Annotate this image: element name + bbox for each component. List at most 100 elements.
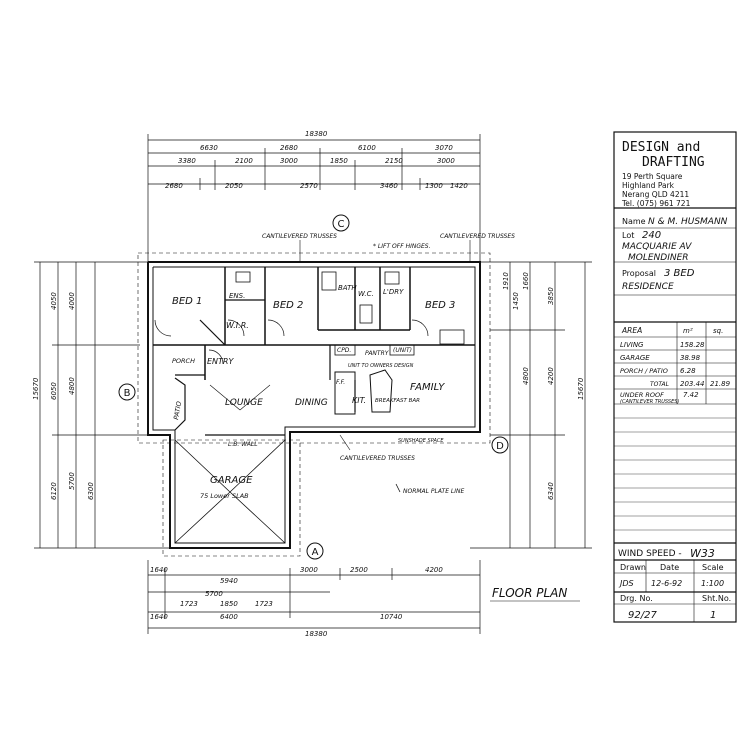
plate-line-leader (395, 483, 401, 493)
room-kitchen: KIT. (352, 396, 366, 405)
cpd-cupboard (334, 344, 356, 356)
marker-c-label: C (338, 219, 345, 230)
section-marker-labels: C B D A (124, 219, 505, 558)
patio-bay (174, 377, 186, 431)
room-lounge: LOUNGE (225, 398, 263, 408)
note-cantilever-trusses: CANTILEVERED TRUSSES (440, 233, 515, 240)
area-row-label: (CANTILEVER TRUSSES) (620, 399, 679, 405)
outer-wall (147, 261, 481, 549)
room-labels: BED 1 BED 2 BED 3 ENS. W.I.R. BATH W.C. … (172, 284, 455, 500)
company-address-line: Highland Park (622, 181, 675, 190)
dimension-lines (34, 134, 592, 634)
dim-right-1: 3850 (547, 287, 555, 305)
dim-top-3: 2570 (300, 182, 318, 190)
garage-eaves-line (162, 439, 301, 557)
note-lift-off-hinges: * LIFT OFF HINGES. (373, 243, 431, 250)
dim-bottom-1: 4200 (425, 566, 443, 574)
plan-notes: CANTILEVERED TRUSSES CANTILEVERED TRUSSE… (262, 233, 515, 495)
pantry-label: PANTRY (365, 350, 390, 357)
marker-b-label: B (124, 388, 131, 399)
lot-label: Lot (622, 231, 634, 240)
door-swing (267, 319, 285, 337)
dim-top-3: 3460 (380, 182, 398, 190)
dim-bottom-3: 1640 (150, 613, 168, 621)
room-laundry: L'DRY (383, 288, 404, 296)
proposal-value-line2: RESIDENCE (622, 282, 674, 292)
area-row-label: GARAGE (620, 354, 650, 362)
room-bath: BATH (338, 284, 357, 292)
drg-label: Drg. No. (620, 594, 653, 603)
company-address-line: Tel. (075) 961 721 (621, 199, 691, 208)
dim-bottom-3: 10740 (380, 613, 403, 621)
area-header-sq: sq. (713, 327, 723, 335)
dim-left-2: 4000 (68, 292, 76, 310)
dim-top-3: 1420 (450, 182, 468, 190)
suburb-name: MOLENDINER (628, 253, 689, 263)
scale-label: Scale (702, 563, 724, 572)
drg-value: 92/27 (628, 610, 657, 621)
bath-tub (321, 271, 337, 291)
area-row-label: LIVING (620, 341, 644, 349)
area-row-m2: 158.28 (680, 341, 705, 349)
note-cantilever-trusses: CANTILEVERED TRUSSES (340, 455, 415, 462)
dim-top-overall: 18380 (305, 130, 328, 138)
dim-bottom-1: 1640 (150, 566, 168, 574)
dim-top-3: 2680 (165, 182, 183, 190)
dim-top-2: 3000 (280, 157, 298, 165)
lb-wall-label: L.B. WALL (228, 441, 258, 448)
note-normal-plate-line: NORMAL PLATE LINE (403, 488, 465, 495)
garage-slab-note: 75 Lower SLAB (200, 492, 249, 500)
laundry-tub (384, 271, 400, 285)
dim-left-1: 6120 (50, 482, 58, 500)
dim-top-1: 6630 (200, 144, 218, 152)
marker-a-circle (306, 542, 324, 560)
dim-bottom-2: 1723 (255, 600, 273, 608)
dim-bottom-2: 1850 (220, 600, 238, 608)
dim-left-1: 6050 (50, 382, 58, 400)
company-address-line: 19 Perth Square (622, 172, 683, 181)
company-address-line: Nerang QLD 4211 (622, 190, 689, 199)
lot-number: 240 (642, 230, 661, 241)
section-markers (118, 214, 509, 560)
dim-left-2: 5700 (68, 472, 76, 490)
door-swing (411, 319, 429, 337)
wind-speed-label: WIND SPEED - (618, 549, 682, 559)
dim-top-2: 2100 (235, 157, 253, 165)
dim-bottom-3: 6400 (220, 613, 238, 621)
dim-bottom-1: 2500 (350, 566, 368, 574)
dim-right-1: 6340 (547, 482, 555, 500)
room-bed2: BED 2 (273, 300, 303, 311)
dim-bottom-2: 1723 (180, 600, 198, 608)
wind-speed-value: W33 (690, 547, 715, 560)
breakfast-bar-label: BREAKFAST BAR (375, 398, 420, 404)
area-row-m2: 203.44 (680, 380, 705, 388)
unit-cupboard (389, 344, 415, 356)
room-garage: GARAGE (210, 475, 253, 486)
marker-c-circle (332, 214, 350, 232)
lounge-ceiling-line (209, 384, 241, 411)
dim-right-1: 4200 (547, 367, 555, 385)
eaves-line (137, 252, 491, 444)
dimension-text: 18380 6630 2680 6100 3070 3380 2100 3000… (32, 130, 585, 638)
dim-top-1: 2680 (280, 144, 298, 152)
marker-d-label: D (496, 441, 504, 452)
dim-top-2: 1850 (330, 157, 348, 165)
dim-left-2: 6300 (87, 482, 95, 500)
lounge-ceiling-line (239, 384, 271, 411)
date-label: Date (660, 563, 679, 572)
dim-right-2: 1450 (512, 292, 520, 310)
drawn-value: JDS (618, 579, 634, 588)
room-bed1: BED 1 (172, 296, 202, 307)
dim-top-2: 2150 (385, 157, 403, 165)
unit-box (439, 329, 465, 345)
drawn-label: Drawn (620, 563, 646, 572)
proposal-label: Proposal (622, 269, 656, 278)
room-dining: DINING (295, 398, 328, 408)
room-porch: PORCH (172, 357, 195, 365)
door-swing (208, 349, 224, 365)
room-bed3: BED 3 (425, 300, 455, 311)
note-cantilever-trusses: CANTILEVERED TRUSSES (262, 233, 337, 240)
room-patio: PATIO (172, 401, 183, 421)
wir-wall (199, 319, 226, 346)
